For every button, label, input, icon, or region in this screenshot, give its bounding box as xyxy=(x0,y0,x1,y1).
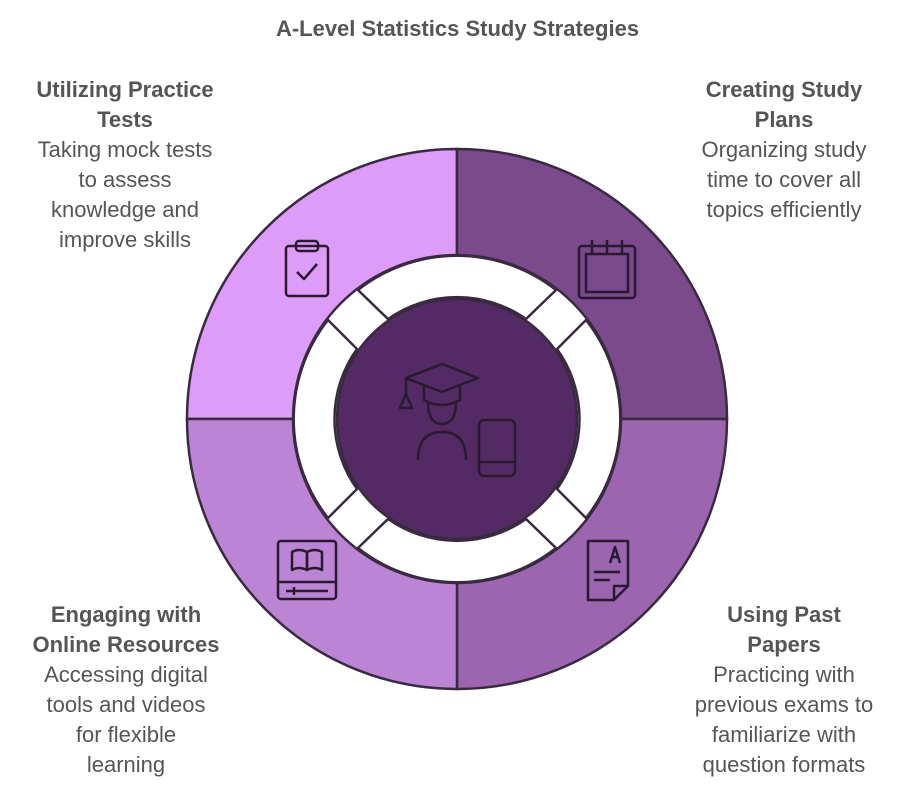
center-hub xyxy=(335,297,579,541)
online-resources-block: Engaging with Online Resources Accessing… xyxy=(12,600,240,780)
arc-right xyxy=(555,318,622,520)
study-plans-description: Organizing study time to cover all topic… xyxy=(701,137,867,222)
clipboard-check-icon xyxy=(284,239,330,298)
arc-bottom xyxy=(356,517,558,584)
study-plans-block: Creating Study Plans Organizing study ti… xyxy=(668,75,900,225)
ebook-icon xyxy=(276,539,338,601)
practice-tests-heading: Utilizing Practice Tests xyxy=(36,77,214,132)
practice-tests-block: Utilizing Practice Tests Taking mock tes… xyxy=(10,75,240,255)
graduation-cap-icon xyxy=(398,362,480,410)
arc-top xyxy=(356,254,558,321)
practice-tests-description: Taking mock tests to assess knowledge an… xyxy=(37,137,213,252)
past-papers-description: Practicing with previous exams to famili… xyxy=(694,662,874,777)
calendar-icon xyxy=(577,240,637,300)
student-icon xyxy=(416,401,468,461)
past-papers-block: Using Past Papers Practicing with previo… xyxy=(668,600,900,780)
smartphone-icon xyxy=(477,418,517,478)
online-resources-heading: Engaging with Online Resources xyxy=(32,602,220,657)
exam-paper-icon xyxy=(586,539,630,602)
study-plans-heading: Creating Study Plans xyxy=(705,77,863,132)
diagram-title: A-Level Statistics Study Strategies xyxy=(275,16,640,41)
past-papers-heading: Using Past Papers xyxy=(727,602,841,657)
arc-left xyxy=(292,318,359,520)
online-resources-description: Accessing digital tools and videos for f… xyxy=(44,662,208,777)
